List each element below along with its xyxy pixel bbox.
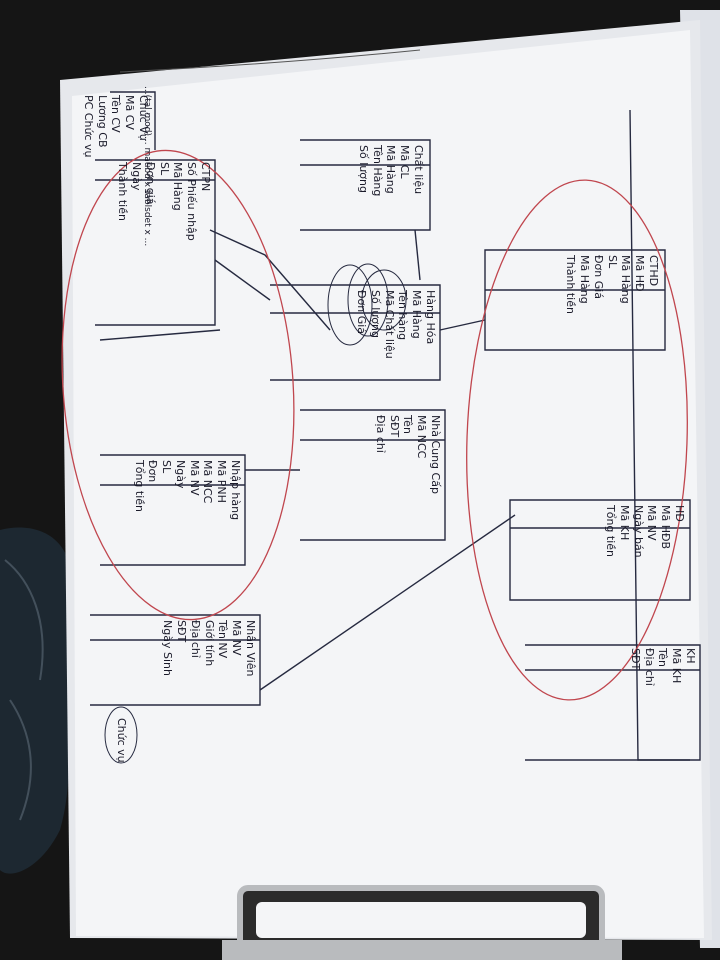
clipboard-clip	[222, 885, 622, 960]
plastic-bag	[0, 527, 72, 874]
paper-sheet	[72, 30, 704, 938]
